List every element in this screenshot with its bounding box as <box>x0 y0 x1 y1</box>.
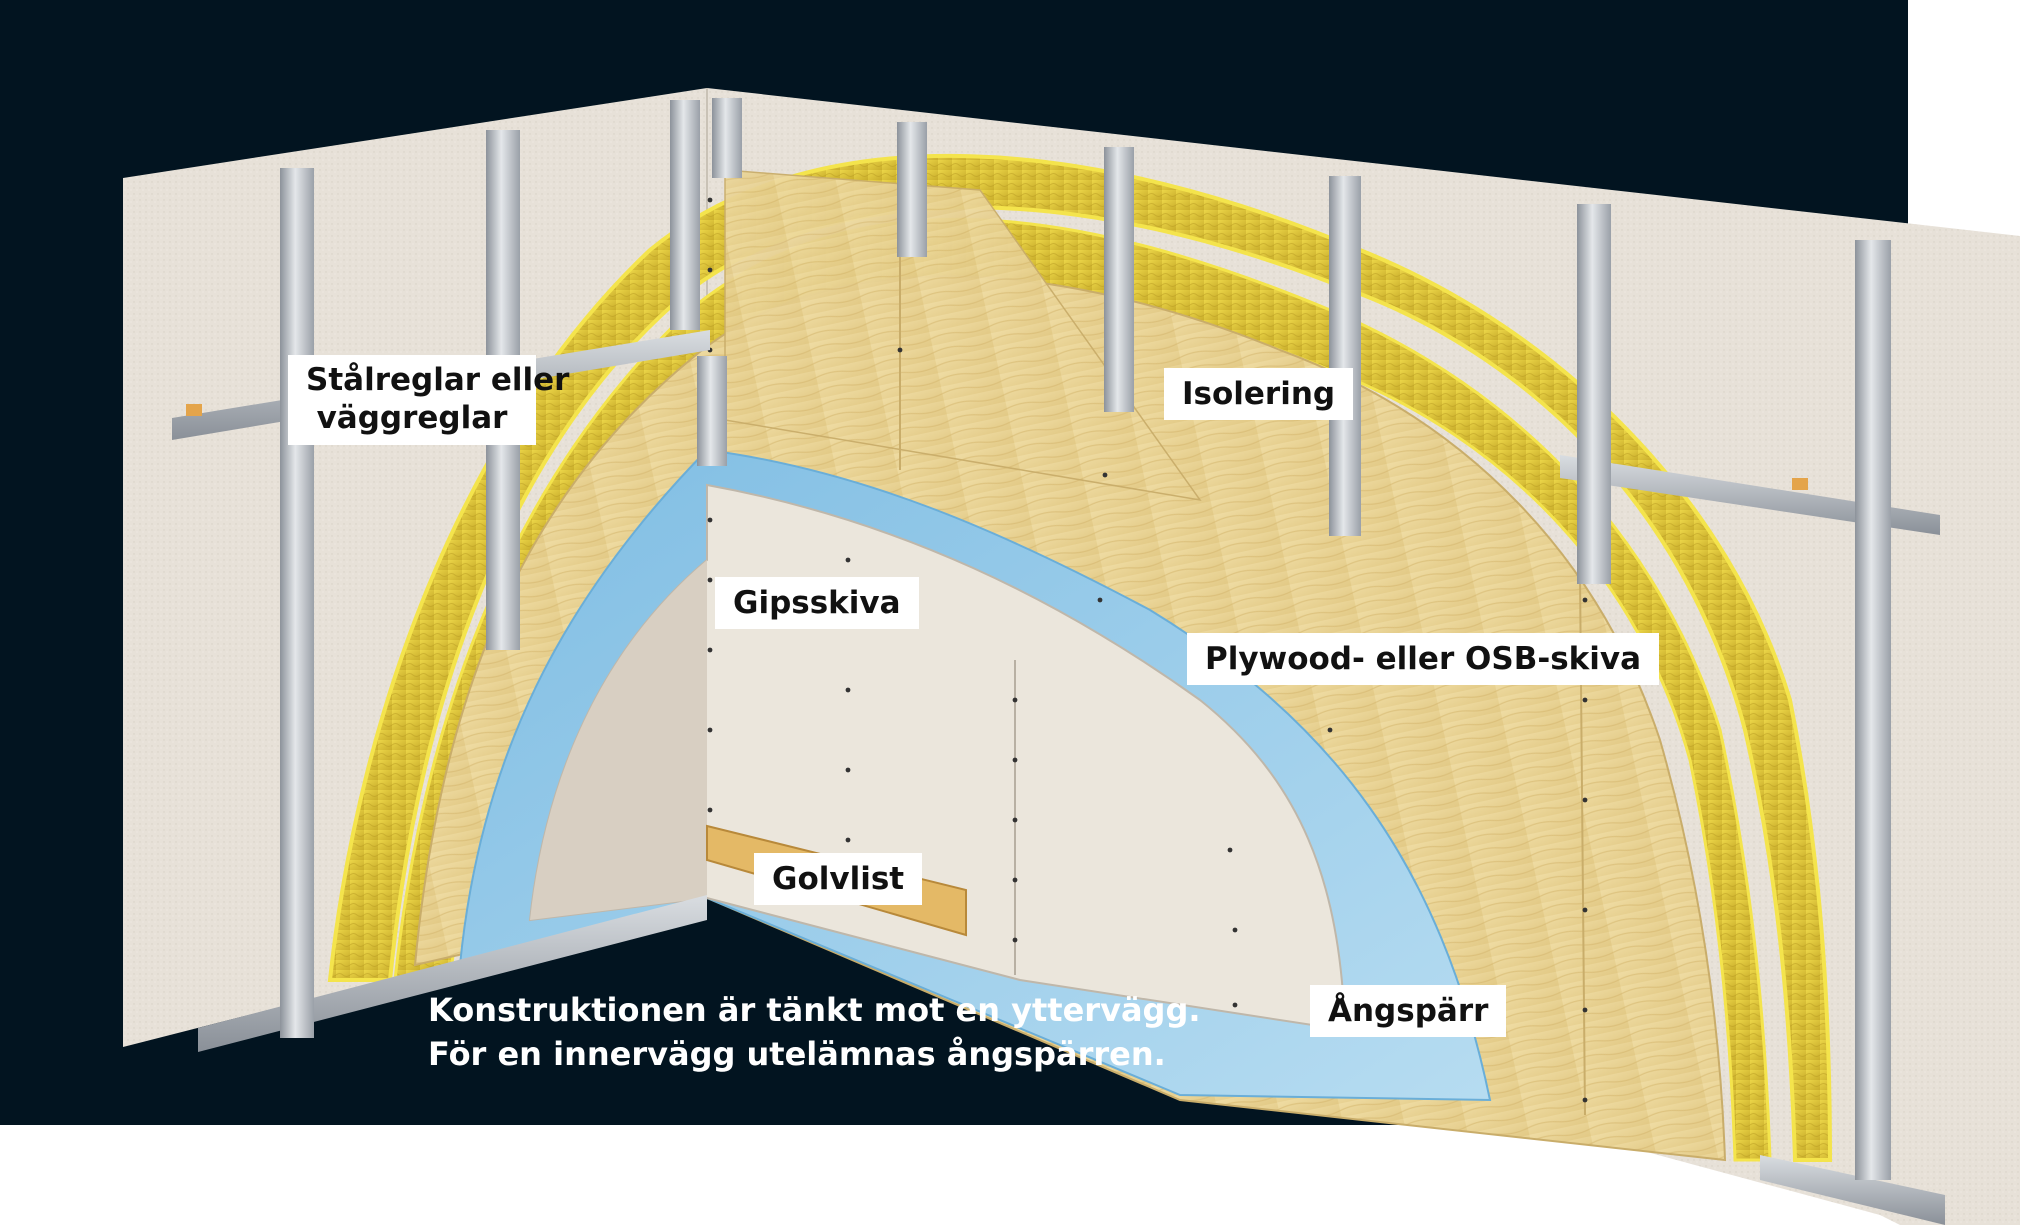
gypsum-board-left-face <box>530 560 707 920</box>
floor-track <box>198 895 707 1052</box>
steel-stud <box>1104 147 1134 412</box>
steel-rail-clip <box>1792 478 1808 490</box>
steel-rail-clip <box>186 404 202 416</box>
label-steel-studs: Stålreglar eller väggreglar <box>288 355 570 445</box>
label-insulation: Isolering <box>1164 368 1354 420</box>
label-gypsum-board: Gipsskiva <box>715 577 919 629</box>
caption-line-1: Konstruktionen är tänkt mot en yttervägg… <box>428 991 1201 1029</box>
label-steel-studs-line-2: väggreglar <box>316 400 508 436</box>
steel-stud <box>1577 204 1611 584</box>
label-steel-studs-line-1: Stålreglar eller <box>306 362 570 398</box>
steel-stud <box>670 100 700 330</box>
floor-track <box>1760 1155 1945 1225</box>
label-vapor-barrier: Ångspärr <box>1310 985 1507 1037</box>
caption: Konstruktionen är tänkt mot en yttervägg… <box>428 988 1201 1076</box>
caption-line-2: För en innervägg utelämnas ångspärren. <box>428 1035 1166 1073</box>
label-skirting: Golvlist <box>754 853 923 905</box>
steel-stud <box>697 356 727 466</box>
steel-rail <box>1560 455 1940 535</box>
steel-stud <box>1329 176 1361 536</box>
plywood-upper-panel <box>724 169 1202 502</box>
label-plywood: Plywood- eller OSB-skiva <box>1187 633 1660 685</box>
steel-stud <box>712 98 742 178</box>
steel-stud <box>897 122 927 257</box>
steel-stud <box>280 168 314 1038</box>
steel-stud <box>1855 240 1891 1180</box>
